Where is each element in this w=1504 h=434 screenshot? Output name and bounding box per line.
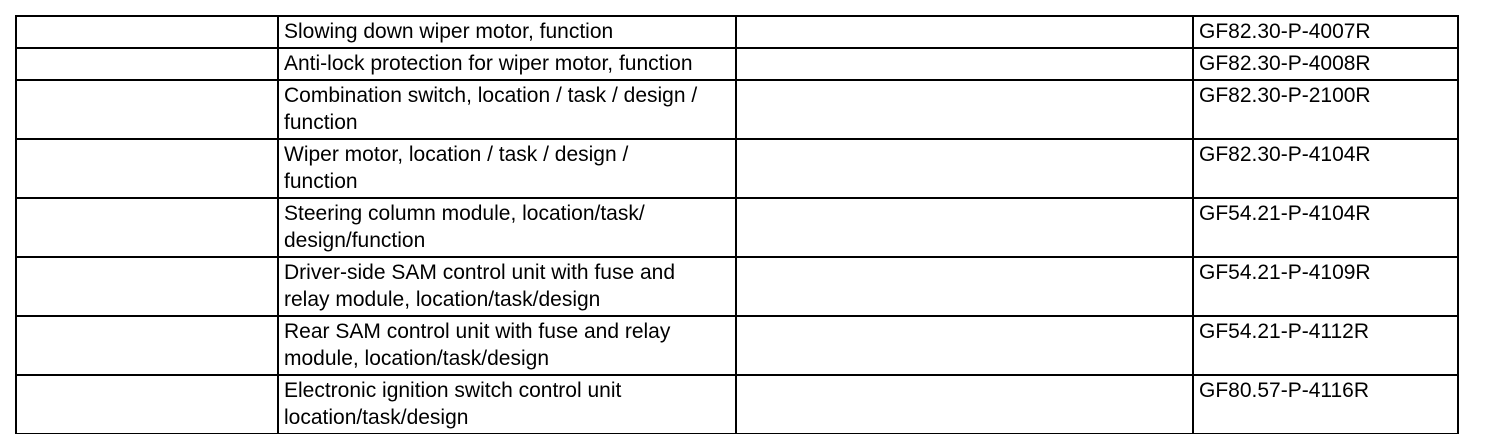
- code-cell: GF82.30-P-4008R: [1192, 47, 1459, 81]
- ref-cell: [15, 79, 279, 140]
- ref-cell: [15, 315, 279, 376]
- ref-cell: [15, 15, 279, 49]
- table-row: Combination switch, location / task / de…: [15, 79, 1459, 140]
- ref-cell: [15, 138, 279, 199]
- table-row: Slowing down wiper motor, function GF82.…: [15, 15, 1459, 49]
- spacer-cell: [735, 315, 1194, 376]
- table-row: Electronic ignition switch control unit …: [15, 374, 1459, 434]
- code-cell: GF54.21-P-4109R: [1192, 256, 1459, 317]
- table-row: Wiper motor, location / task / design / …: [15, 138, 1459, 199]
- code-cell: GF54.21-P-4104R: [1192, 197, 1459, 258]
- code-cell: GF82.30-P-2100R: [1192, 79, 1459, 140]
- ref-cell: [15, 47, 279, 81]
- table-row: Driver-side SAM control unit with fuse a…: [15, 256, 1459, 317]
- document-reference-table: Slowing down wiper motor, function GF82.…: [15, 15, 1459, 434]
- description-cell: Slowing down wiper motor, function: [277, 15, 737, 49]
- description-cell: Wiper motor, location / task / design / …: [277, 138, 737, 199]
- spacer-cell: [735, 79, 1194, 140]
- spacer-cell: [735, 197, 1194, 258]
- code-cell: GF82.30-P-4104R: [1192, 138, 1459, 199]
- spacer-cell: [735, 374, 1194, 434]
- code-cell: GF82.30-P-4007R: [1192, 15, 1459, 49]
- spacer-cell: [735, 15, 1194, 49]
- table-row: Anti-lock protection for wiper motor, fu…: [15, 47, 1459, 81]
- description-cell: Combination switch, location / task / de…: [277, 79, 737, 140]
- description-cell: Steering column module, location/task/ d…: [277, 197, 737, 258]
- code-cell: GF54.21-P-4112R: [1192, 315, 1459, 376]
- ref-cell: [15, 256, 279, 317]
- table-row: Steering column module, location/task/ d…: [15, 197, 1459, 258]
- spacer-cell: [735, 47, 1194, 81]
- spacer-cell: [735, 138, 1194, 199]
- ref-cell: [15, 197, 279, 258]
- description-cell: Rear SAM control unit with fuse and rela…: [277, 315, 737, 376]
- ref-cell: [15, 374, 279, 434]
- spacer-cell: [735, 256, 1194, 317]
- description-cell: Driver-side SAM control unit with fuse a…: [277, 256, 737, 317]
- table-row: Rear SAM control unit with fuse and rela…: [15, 315, 1459, 376]
- code-cell: GF80.57-P-4116R: [1192, 374, 1459, 434]
- description-cell: Anti-lock protection for wiper motor, fu…: [277, 47, 737, 81]
- description-cell: Electronic ignition switch control unit …: [277, 374, 737, 434]
